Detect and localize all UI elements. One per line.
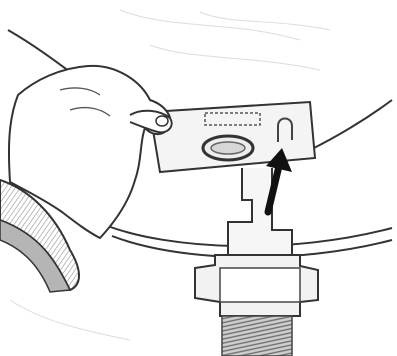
bowl-rim-right	[310, 100, 392, 150]
nut-face	[220, 268, 300, 302]
bracket-hole-inner	[211, 142, 245, 154]
threaded-rod	[222, 316, 292, 356]
mounting-post	[228, 168, 292, 255]
thumbnail	[156, 116, 168, 126]
